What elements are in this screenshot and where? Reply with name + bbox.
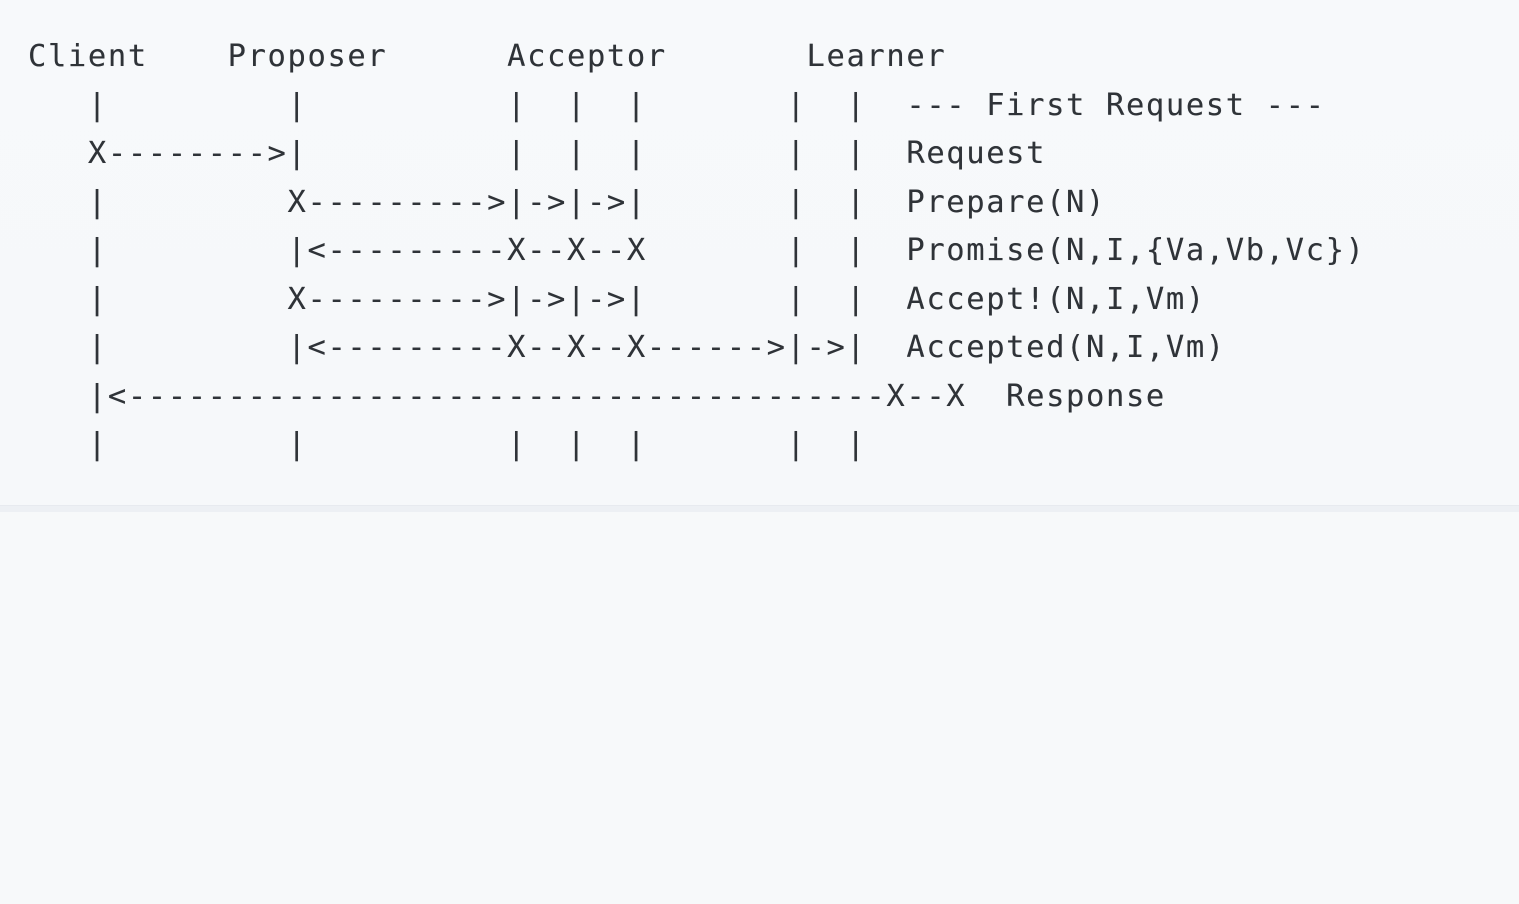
- panel-following-requests: Client Proposer Acceptor Learner | | | |…: [0, 512, 1519, 904]
- panel-first-request: Client Proposer Acceptor Learner | | | |…: [0, 0, 1519, 505]
- ascii-art-first-request: Client Proposer Acceptor Learner | | | |…: [28, 39, 1366, 462]
